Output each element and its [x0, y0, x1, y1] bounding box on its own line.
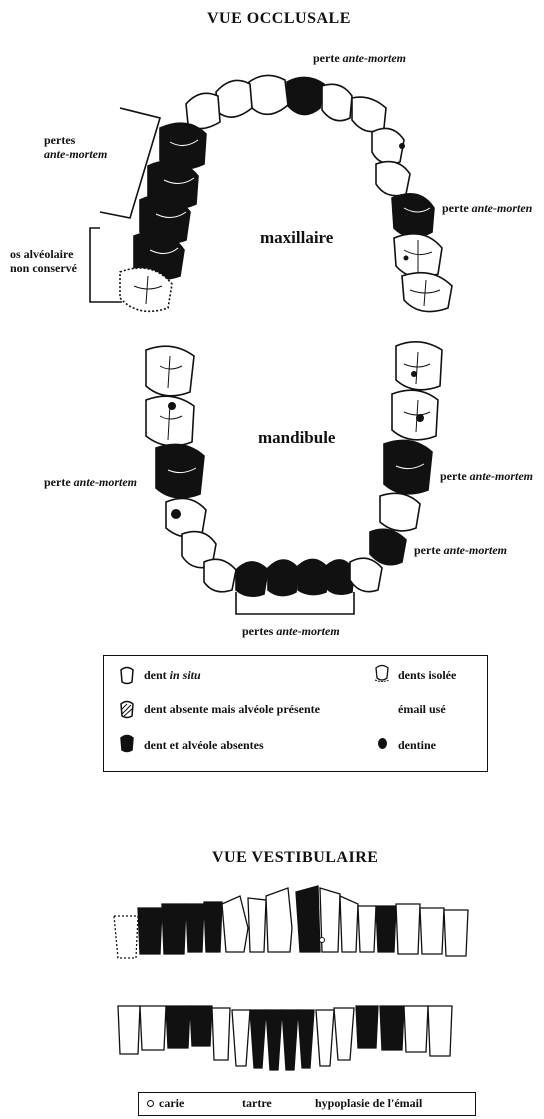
vest-upper-15 — [420, 908, 444, 954]
label-perte-left-lower: perte ante-mortem — [44, 476, 137, 490]
label-pertes-lower: pertes ante-mortem — [242, 625, 340, 639]
vest-lower-4 — [190, 1006, 212, 1046]
vest-upper-6 — [222, 896, 248, 952]
tooth-upper-right-central-missing — [287, 77, 324, 114]
vest-lower-11 — [316, 1010, 334, 1066]
vest-lower-2 — [140, 1006, 166, 1050]
tooth-upper-right-lateral — [322, 84, 352, 120]
tooth-hatched-icon — [118, 700, 136, 720]
vest-upper-4 — [186, 904, 204, 952]
label-mandibule: mandibule — [258, 428, 335, 448]
vest-upper-7 — [248, 898, 266, 952]
vest-upper-12 — [358, 906, 376, 952]
tooth-lower-right-molar-3 — [396, 342, 442, 390]
legend-dentine: dentine — [398, 738, 436, 753]
vest-lower-16 — [428, 1006, 452, 1056]
label-perte-right-premolar: perte ante-mortem — [414, 544, 507, 558]
vest-lower-6 — [232, 1010, 250, 1066]
tooth-lower-left-canine — [204, 559, 236, 591]
tooth-lower-left-premolar-2 — [166, 498, 206, 536]
legend-vestibular: carie tartre hypoplasie de l'émail — [138, 1092, 476, 1116]
label-pertes-left: pertes ante-mortem — [44, 134, 107, 162]
label-os-alveolaire: os alvéolaire non conservé — [10, 248, 77, 276]
tooth-lower-right-molar-missing — [384, 440, 432, 493]
vest-lower-12 — [334, 1008, 354, 1060]
vest-lower-13 — [356, 1006, 378, 1048]
label-maxillaire: maxillaire — [260, 228, 333, 248]
label-perte-right-lower: perte ante-mortem — [440, 470, 533, 484]
vest-lower-5 — [212, 1008, 230, 1060]
label-perte-right-upper: perte ante-morten — [442, 202, 532, 216]
label-perte-top: perte ante-mortem — [313, 52, 406, 66]
bracket-os-alveolaire — [90, 228, 122, 302]
carie-circle-icon — [147, 1100, 154, 1107]
tooth-black-icon — [118, 734, 136, 754]
legend-hatched: dent absente mais alvéole présente — [144, 702, 320, 717]
tooth-isolated-icon — [372, 664, 392, 684]
tooth-lower-right-premolar — [380, 493, 420, 531]
tooth-upper-right-canine — [352, 97, 386, 131]
dentine-dot-icon — [378, 738, 387, 749]
legend-hypoplasie: hypoplasie de l'émail — [315, 1096, 422, 1111]
vest-upper-5 — [204, 902, 222, 952]
vest-upper-16 — [444, 910, 468, 956]
vest-upper-3 — [162, 904, 186, 954]
tooth-upper-right-premolar-2 — [376, 162, 410, 196]
vest-upper-2 — [138, 908, 162, 954]
tooth-outline-icon — [118, 666, 136, 686]
vest-lower-3 — [166, 1006, 190, 1048]
vest-lower-1 — [118, 1006, 140, 1054]
vest-upper-14 — [396, 904, 420, 954]
legend-tartre: tartre — [242, 1096, 272, 1111]
vest-lower-14 — [380, 1006, 404, 1050]
vest-upper-9 — [296, 886, 320, 952]
vest-lower-15 — [404, 1006, 428, 1052]
vest-lower-7 — [250, 1010, 266, 1068]
tooth-lower-right-canine — [350, 558, 382, 591]
tooth-lower-left-molar-missing — [156, 444, 204, 497]
tooth-upper-left-canine — [186, 93, 220, 128]
tooth-upper-right-molar-missing — [392, 194, 434, 237]
tooth-lower-incisor-missing-2 — [268, 560, 298, 596]
vest-lower-10 — [298, 1010, 314, 1068]
vest-upper-11 — [340, 896, 358, 952]
legend-carie: carie — [159, 1096, 184, 1111]
vest-upper-8 — [266, 888, 292, 952]
legend-isolated: dents isolée — [398, 668, 456, 683]
vest-lower-9 — [282, 1010, 298, 1070]
tooth-lower-left-molar-3 — [146, 346, 194, 396]
tooth-lower-incisor-missing-1 — [236, 562, 268, 596]
tooth-upper-left-lateral — [216, 80, 252, 117]
vest-upper-13 — [376, 906, 396, 952]
vest-upper-1 — [114, 916, 138, 958]
vest-lower-8 — [266, 1010, 282, 1070]
legend-in-situ: dent in situ — [144, 668, 201, 683]
legend-occlusal: dent in situ dent absente mais alvéole p… — [103, 655, 488, 772]
tooth-upper-right-molar-2 — [402, 273, 452, 312]
tooth-lower-right-premolar-missing — [370, 529, 406, 564]
legend-black: dent et alvéole absentes — [144, 738, 264, 753]
tooth-lower-incisor-missing-3 — [298, 559, 328, 594]
tooth-upper-left-central — [249, 75, 288, 114]
vestibular-title: VUE VESTIBULAIRE — [212, 849, 378, 867]
legend-worn: émail usé — [398, 702, 446, 717]
